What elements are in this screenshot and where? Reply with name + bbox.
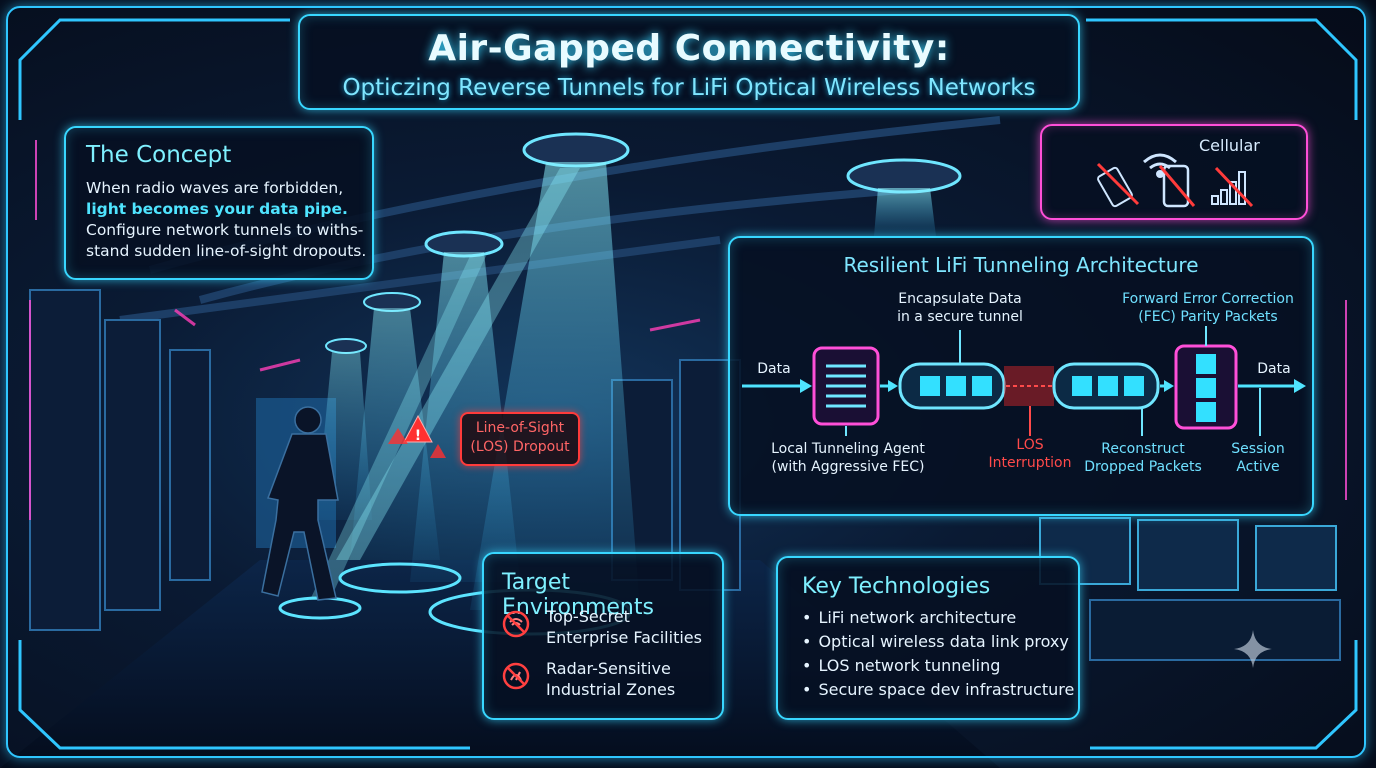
concept-heading: The Concept: [86, 142, 232, 168]
no-radar-icon: [502, 662, 530, 690]
environment-line-1: Top-Secret: [546, 607, 630, 626]
environment-text: Radar-Sensitive Industrial Zones: [546, 658, 716, 700]
secure-tunnel-segment-2: [1052, 362, 1160, 410]
warning-triangles: !: [388, 414, 446, 458]
reconstruct-line-1: Reconstruct: [1101, 441, 1185, 457]
technologies-heading: Key Technologies: [802, 574, 991, 599]
los-dropout-callout: Line-of-Sight (LOS) Dropout: [460, 412, 580, 466]
technician-silhouette: [261, 406, 339, 601]
architecture-flow-diagram: [742, 326, 1306, 436]
list-item: Secure space dev infrastructure: [802, 678, 1074, 702]
encapsulate-line-2: in a secure tunnel: [897, 309, 1023, 325]
phone-icon: [1162, 164, 1190, 208]
technologies-list: LiFi network architecture Optical wirele…: [802, 606, 1074, 702]
magenta-neon-strips: [174, 308, 701, 372]
remote-device-icon: [1097, 166, 1133, 208]
output-data-label: Data: [1257, 361, 1291, 377]
session-line-1: Session: [1231, 441, 1285, 457]
title-banner: Air-Gapped Connectivity: Opticzing Rever…: [298, 14, 1080, 110]
concept-line-1: When radio waves are forbidden,: [86, 179, 344, 197]
key-technologies-panel: Key Technologies LiFi network architectu…: [776, 556, 1080, 720]
sparkle-icon: [1234, 630, 1272, 668]
environment-line-2: Industrial Zones: [546, 680, 676, 699]
environments-heading: Target Environments: [502, 570, 654, 620]
leader-lines: [845, 326, 1261, 436]
los-interruption-zone: [1004, 366, 1054, 406]
reconstruct-label: Reconstruct Dropped Packets: [1080, 440, 1206, 476]
cell-bars-icon: [1211, 171, 1246, 205]
no-wifi-icon: [502, 610, 530, 638]
fec-parity-box: [1174, 344, 1238, 430]
left-server-racks: [29, 289, 211, 631]
environment-item: Radar-Sensitive Industrial Zones: [502, 658, 712, 702]
list-item: LiFi network architecture: [802, 606, 1074, 630]
fec-line-2: (FEC) Parity Packets: [1138, 309, 1278, 325]
environment-text: Top-Secret Enterprise Facilities: [546, 606, 716, 648]
frame-brackets: [18, 18, 1358, 750]
session-active-label: Session Active: [1218, 440, 1298, 476]
terminal-consoles: [1039, 517, 1341, 661]
los-callout-line-1: Line-of-Sight: [475, 420, 565, 436]
input-data-arrow: [742, 379, 812, 393]
agent-line-2: (with Aggressive FEC): [771, 459, 925, 475]
los-line-2: Interruption: [988, 455, 1072, 471]
encapsulate-line-1: Encapsulate Data: [898, 291, 1022, 307]
svg-text:!: !: [415, 428, 421, 444]
concept-panel: The Concept When radio waves are forbidd…: [64, 126, 374, 280]
input-data-label: Data: [757, 361, 791, 377]
los-callout-line-2: (LOS) Dropout: [470, 439, 570, 455]
forbidden-signal-icons: [1096, 153, 1254, 208]
encapsulate-label: Encapsulate Data in a secure tunnel: [880, 290, 1040, 326]
ceiling-light-fixtures: [325, 132, 962, 354]
environment-item: Top-Secret Enterprise Facilities: [502, 606, 712, 650]
fec-line-1: Forward Error Correction: [1122, 291, 1294, 307]
architecture-panel: Resilient LiFi Tunneling Architecture: [728, 236, 1314, 516]
page-subtitle: Opticzing Reverse Tunnels for LiFi Optic…: [342, 75, 1036, 101]
architecture-title: Resilient LiFi Tunneling Architecture: [843, 253, 1199, 277]
frame-magenta-accents: [29, 140, 1347, 520]
output-data-arrow: [1238, 379, 1306, 393]
forbidden-signals-panel: Cellular: [1040, 124, 1308, 220]
environment-line-2: Enterprise Facilities: [546, 628, 702, 647]
los-interruption-label: LOS Interruption: [980, 436, 1080, 472]
list-item: Optical wireless data link proxy: [802, 630, 1074, 654]
agent-label: Local Tunneling Agent (with Aggressive F…: [760, 440, 936, 476]
concept-description: When radio waves are forbidden, light be…: [86, 178, 370, 262]
environment-line-1: Radar-Sensitive: [546, 659, 671, 678]
reconstruct-line-2: Dropped Packets: [1084, 459, 1202, 475]
strike-wifi: [1096, 162, 1140, 206]
strike-phone: [1158, 165, 1196, 207]
concept-highlight-line: light becomes your data pipe.: [86, 200, 348, 218]
secure-tunnel-segment-1: [898, 362, 1006, 410]
target-environments-panel: Target Environments Top-Secret Enterpris…: [482, 552, 724, 720]
page-title: Air-Gapped Connectivity:: [428, 28, 950, 69]
local-tunneling-agent-box: [812, 346, 880, 426]
los-line-1: LOS: [1016, 437, 1044, 453]
fec-label: Forward Error Correction (FEC) Parity Pa…: [1110, 290, 1306, 326]
list-item: LOS network tunneling: [802, 654, 1074, 678]
session-line-2: Active: [1236, 459, 1280, 475]
cellular-label: Cellular: [1199, 136, 1260, 155]
strike-cellular: [1214, 166, 1254, 208]
concept-line-4: stand sudden line-of-sight dropouts.: [86, 242, 367, 260]
concept-line-3: Configure network tunnels to withs-: [86, 221, 364, 239]
agent-line-1: Local Tunneling Agent: [771, 441, 925, 457]
